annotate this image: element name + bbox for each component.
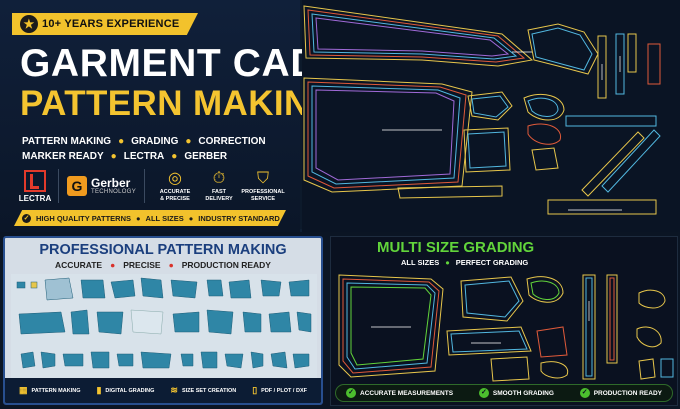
lectra-label: LECTRA xyxy=(18,193,52,203)
hero-text-panel: ★ 10+ YEARS EXPERIENCE GARMENT CAD PATTE… xyxy=(0,0,337,232)
quality-bar: ✓ HIGH QUALITY PATTERNS ● ALL SIZES ● IN… xyxy=(14,210,286,226)
gerber-logo-icon: G xyxy=(67,176,87,196)
subtitle-item: PRODUCTION READY xyxy=(181,260,271,270)
hero-title-line2: PATTERN MAKING xyxy=(20,84,338,123)
professional-pattern-panel: PROFESSIONAL PATTERN MAKING ACCURATE ● P… xyxy=(3,236,323,405)
footer-label: ACCURATE MEASUREMENTS xyxy=(360,389,454,397)
footer-item-size-set: ≋ SIZE SET CREATION xyxy=(170,385,236,396)
feature-label: ACCURATE & PRECISE xyxy=(159,188,191,202)
feature-accurate: ◎ ACCURATE & PRECISE xyxy=(153,170,197,203)
gerber-name: Gerber xyxy=(91,176,131,190)
layers-icon: ▦ xyxy=(18,385,28,395)
shield-check-icon: ⛉ xyxy=(257,169,270,187)
gerber-logo: G Gerber TECHNOLOGY xyxy=(67,176,136,196)
feature-label: FAST DELIVERY xyxy=(205,188,233,202)
bullet-dot: ● xyxy=(445,258,450,267)
bullet-dot: ● xyxy=(110,260,116,270)
footer-item-production: ✓ PRODUCTION READY xyxy=(579,388,662,398)
bullet-dot: ● xyxy=(185,136,192,147)
service-item: LECTRA xyxy=(123,151,165,162)
stopwatch-icon: ⏱ xyxy=(212,169,226,187)
target-icon: ◎ xyxy=(168,169,182,187)
subtitle-item: ACCURATE xyxy=(55,260,103,270)
footer-label: DIGITAL GRADING xyxy=(105,387,155,394)
quality-item: HIGH QUALITY PATTERNS xyxy=(36,213,132,223)
check-icon: ✓ xyxy=(346,388,356,398)
bullet-dot: ● xyxy=(110,151,117,162)
bullet-dot: ● xyxy=(171,151,178,162)
hero-title-line1: GARMENT CAD xyxy=(20,42,320,85)
footer-item-digital-grading: ▮ DIGITAL GRADING xyxy=(96,385,154,396)
gerber-sub: TECHNOLOGY xyxy=(91,189,137,195)
multi-size-grading-panel: MULTI SIZE GRADING ALL SIZES ● PERFECT G… xyxy=(330,236,678,406)
service-item: GERBER xyxy=(184,151,228,162)
subtitle-item: ALL SIZES xyxy=(401,258,440,267)
lectra-logo-icon xyxy=(24,169,46,192)
subtitle-item: PERFECT GRADING xyxy=(455,258,529,267)
footer-item-pattern-making: ▦ PATTERN MAKING xyxy=(19,385,81,396)
top-banner: ★ 10+ YEARS EXPERIENCE GARMENT CAD PATTE… xyxy=(0,0,680,232)
grading-subtitle: ALL SIZES ● PERFECT GRADING xyxy=(401,258,528,267)
experience-badge: ★ 10+ YEARS EXPERIENCE xyxy=(12,13,198,35)
ruler-icon: ▮ xyxy=(96,385,102,395)
bullet-dot: ● xyxy=(118,136,125,147)
bullet-dot: ● xyxy=(168,260,174,270)
marker-layout-illustration xyxy=(11,274,317,378)
divider xyxy=(144,169,146,203)
professional-subtitle: ACCURATE ● PRECISE ● PRODUCTION READY xyxy=(5,260,321,270)
file-icon: ▯ xyxy=(252,385,258,395)
footer-label: PATTERN MAKING xyxy=(31,387,81,394)
grading-nest-illustration xyxy=(338,274,674,382)
bullet-dot: ● xyxy=(136,213,141,223)
check-icon: ✓ xyxy=(22,213,31,223)
cad-pattern-illustration xyxy=(302,0,680,232)
check-icon: ✓ xyxy=(478,388,489,398)
footer-item-smooth: ✓ SMOOTH GRADING xyxy=(478,388,554,398)
check-icon: ✓ xyxy=(579,388,590,398)
service-item: PATTERN MAKING xyxy=(22,136,112,147)
feature-professional: ⛉ PROFESSIONAL SERVICE xyxy=(241,170,285,203)
feature-fast-delivery: ⏱ FAST DELIVERY xyxy=(197,170,241,203)
services-row-2: MARKER READY ● LECTRA ● GERBER xyxy=(22,151,227,162)
service-item: GRADING xyxy=(131,136,179,147)
quality-item: ALL SIZES xyxy=(145,213,184,223)
footer-label: PRODUCTION READY xyxy=(593,389,662,397)
footer-label: PDF / PLOT / DXF xyxy=(261,387,307,394)
grading-title: MULTI SIZE GRADING xyxy=(377,239,535,256)
bullet-dot: ● xyxy=(188,213,194,223)
services-row-1: PATTERN MAKING ● GRADING ● CORRECTION xyxy=(22,136,266,147)
stack-icon: ≋ xyxy=(170,385,178,395)
footer-item-accurate: ✓ ACCURATE MEASUREMENTS xyxy=(346,388,453,398)
professional-title: PROFESSIONAL PATTERN MAKING xyxy=(39,242,287,258)
subtitle-item: PRECISE xyxy=(123,260,161,270)
professional-footer: ▦ PATTERN MAKING ▮ DIGITAL GRADING ≋ SIZ… xyxy=(5,378,321,403)
service-item: CORRECTION xyxy=(198,136,266,147)
experience-label: 10+ YEARS EXPERIENCE xyxy=(42,18,180,30)
grading-footer: ✓ ACCURATE MEASUREMENTS ✓ SMOOTH GRADING… xyxy=(335,384,673,402)
lectra-logo: LECTRA xyxy=(18,169,52,203)
footer-label: SMOOTH GRADING xyxy=(492,389,554,397)
brand-feature-row: LECTRA G Gerber TECHNOLOGY ◎ ACCURATE & … xyxy=(18,166,300,206)
quality-item: INDUSTRY STANDARD xyxy=(198,213,280,223)
service-item: MARKER READY xyxy=(22,151,104,162)
footer-item-pdf-plot: ▯ PDF / PLOT / DXF xyxy=(252,385,307,396)
divider xyxy=(58,169,59,203)
star-icon: ★ xyxy=(20,15,38,33)
feature-label: PROFESSIONAL SERVICE xyxy=(241,188,285,202)
footer-label: SIZE SET CREATION xyxy=(181,387,237,394)
